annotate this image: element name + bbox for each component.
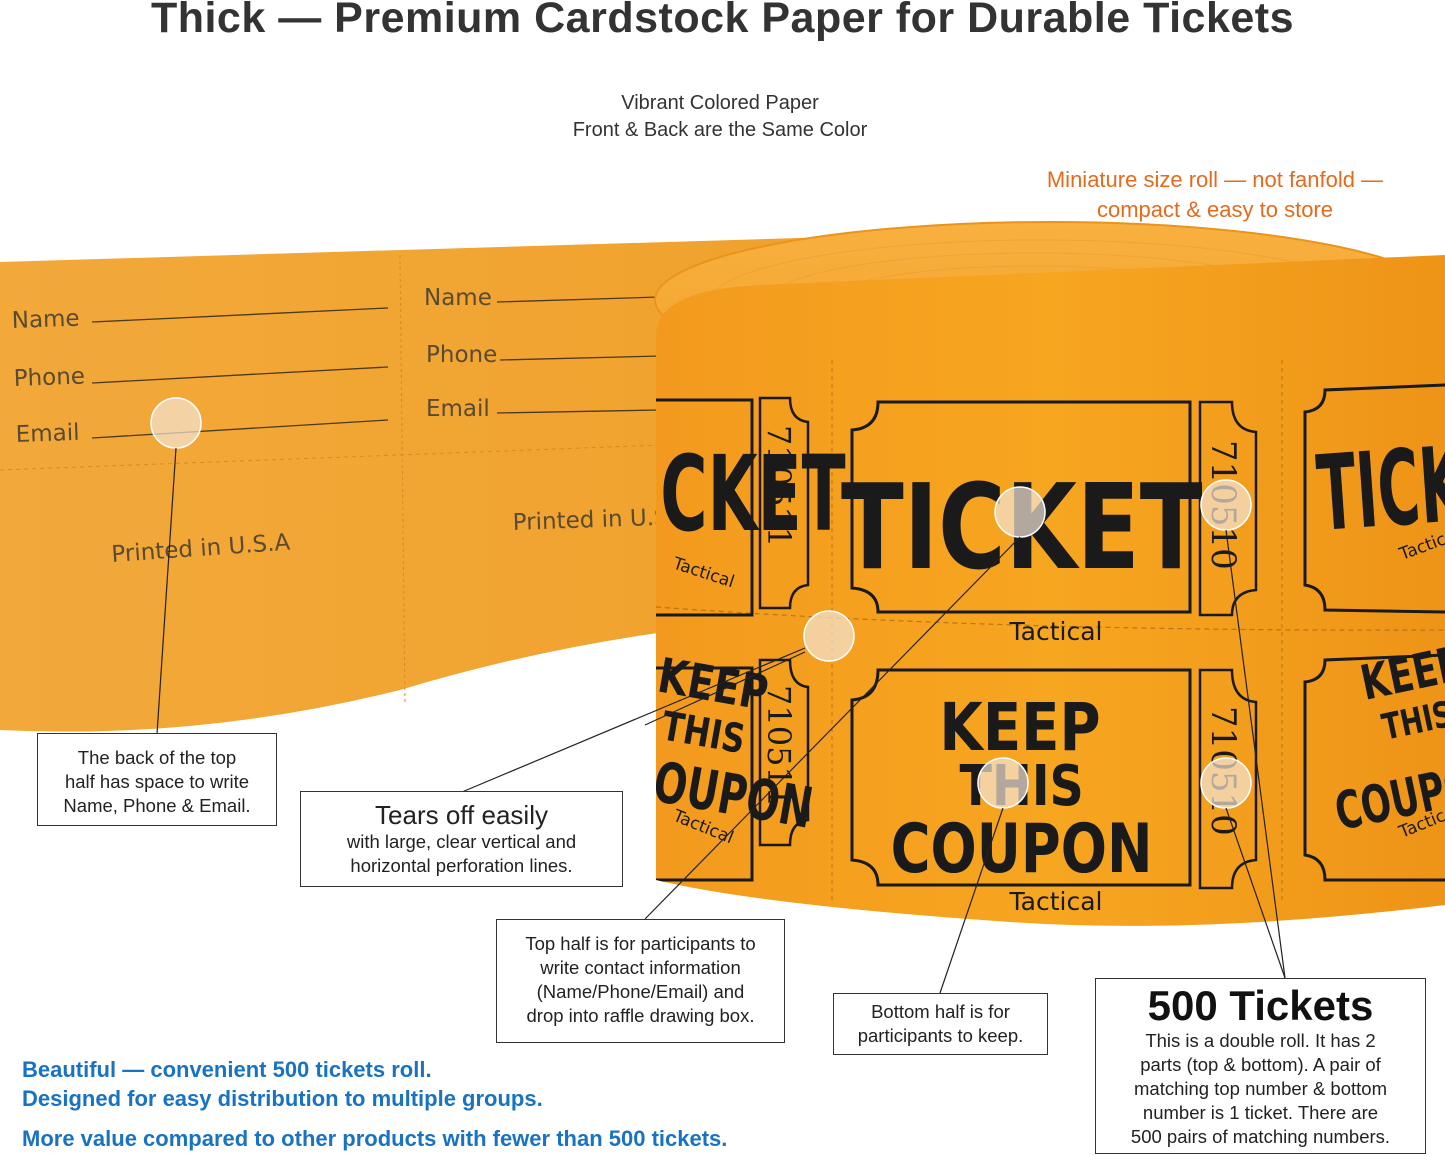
- strip-phone-label: Phone: [13, 364, 85, 392]
- footer-line-2: Designed for easy distribution to multip…: [22, 1086, 543, 1111]
- callout-tears-title: Tears off easily: [375, 800, 548, 830]
- callout-500-line-1: This is a double roll. It has 2: [1145, 1030, 1376, 1051]
- coupon-word: COUPON: [891, 809, 1153, 889]
- vibrant-line-2: Front & Back are the Same Color: [572, 119, 868, 141]
- ticket-number-left-bottom: 710511: [760, 685, 798, 807]
- strip-printed-label-2: Printed in U.S: [512, 505, 669, 536]
- mini-line-1: Miniature size roll — not fanfold —: [1046, 167, 1384, 192]
- callout-back-line-1: The back of the top: [77, 747, 237, 768]
- strip-name-label: Name: [11, 306, 80, 334]
- ticket-number-left-top: 710511: [760, 425, 798, 547]
- strip-email-label: Email: [15, 420, 80, 448]
- footer-line-3: More value compared to other products wi…: [22, 1126, 728, 1151]
- strip-name-label-2: Name: [424, 285, 492, 311]
- highlight-email: [150, 397, 202, 449]
- ticket-word-right: TICKE: [1313, 421, 1445, 555]
- highlight-number-top: [1200, 479, 1252, 531]
- callout-500-line-4: number is 1 ticket. There are: [1142, 1102, 1379, 1123]
- footer-line-1: Beautiful — convenient 500 tickets roll.: [22, 1057, 432, 1082]
- callout-tears-line-2: horizontal perforation lines.: [350, 855, 573, 876]
- footer-benefits: Beautiful — convenient 500 tickets roll.…: [22, 1055, 862, 1153]
- vibrant-paper-note: Vibrant Colored Paper Front & Back are t…: [470, 90, 970, 144]
- highlight-number-bottom: [1200, 757, 1252, 809]
- vibrant-line-1: Vibrant Colored Paper: [621, 92, 819, 114]
- callout-top-line-1: Top half is for participants to: [525, 933, 756, 954]
- callout-500-line-5: 500 pairs of matching numbers.: [1130, 1126, 1391, 1147]
- callout-back-line-2: half has space to write: [64, 771, 250, 792]
- callout-500-line-2: parts (top & bottom). A pair of: [1140, 1054, 1381, 1075]
- callout-bottom-line-1: Bottom half is for: [871, 1001, 1010, 1022]
- callout-top-half: Top half is for participants to write co…: [496, 919, 785, 1043]
- brand-top: Tactical: [1009, 617, 1103, 646]
- callout-bottom-half: Bottom half is for participants to keep.: [833, 993, 1048, 1055]
- callout-500-tickets: 500 Tickets This is a double roll. It ha…: [1095, 978, 1426, 1154]
- strip-email-label-2: Email: [426, 396, 490, 422]
- miniature-roll-note: Miniature size roll — not fanfold — comp…: [990, 165, 1440, 225]
- highlight-coupon: [977, 757, 1029, 809]
- callout-back-half: The back of the top half has space to wr…: [37, 733, 277, 826]
- callout-500-line-3: matching top number & bottom: [1134, 1078, 1387, 1099]
- callout-top-line-3: (Name/Phone/Email) and: [536, 981, 745, 1002]
- mini-line-2: compact & easy to store: [1097, 197, 1333, 222]
- callout-top-line-4: drop into raffle drawing box.: [526, 1005, 755, 1026]
- keep-word: KEEP: [939, 690, 1100, 767]
- strip-phone-label-2: Phone: [426, 342, 497, 368]
- ticket-word-left: CKET: [660, 435, 845, 555]
- callout-tears-off: Tears off easily with large, clear verti…: [300, 791, 623, 887]
- highlight-ticket: [994, 486, 1046, 538]
- page-title: Thick — Premium Cardstock Paper for Dura…: [150, 0, 1295, 42]
- callout-tears-line-1: with large, clear vertical and: [346, 831, 577, 852]
- highlight-perforation: [803, 610, 855, 662]
- callout-back-line-3: Name, Phone & Email.: [63, 795, 251, 816]
- callout-top-line-2: write contact information: [540, 957, 741, 978]
- brand-bottom: Tactical: [1009, 887, 1103, 916]
- callout-500-title: 500 Tickets: [1147, 982, 1374, 1029]
- callout-bottom-line-2: participants to keep.: [857, 1025, 1024, 1046]
